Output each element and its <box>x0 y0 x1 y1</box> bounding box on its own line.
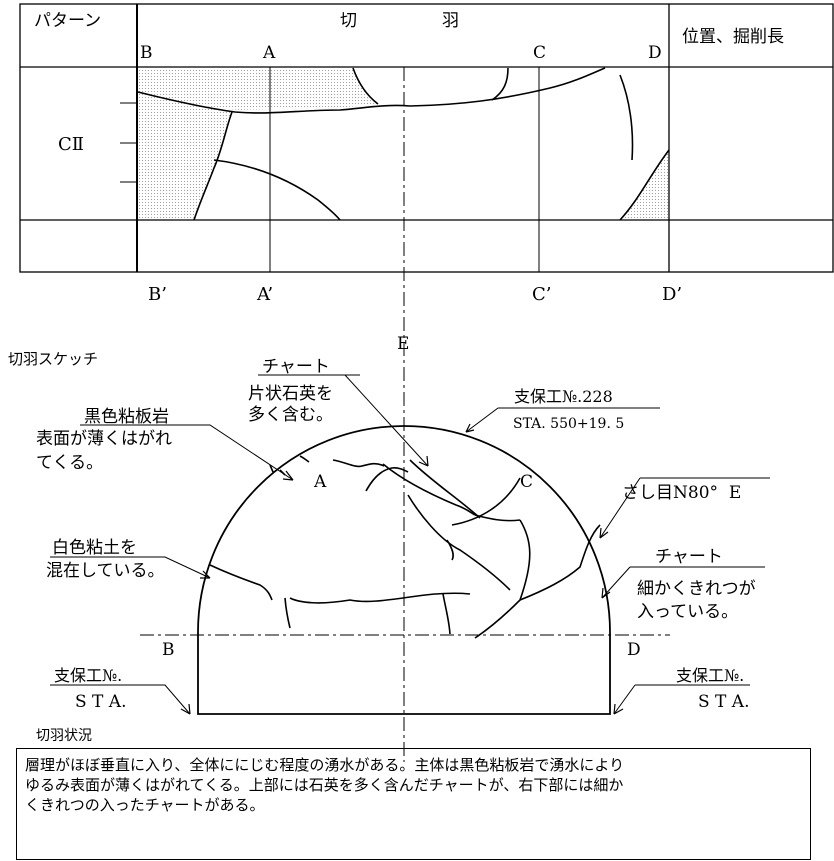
col-label-bottom-D: D’ <box>662 284 682 305</box>
note-black-slate-line1: 表面が薄くはがれ <box>36 429 172 449</box>
note-support-right-title: 支保工№. <box>676 666 744 685</box>
shaded-zone-lower-left <box>138 92 232 220</box>
note-chert-top-line1: 片状石英を <box>248 384 333 404</box>
note-support-left-title: 支保工№. <box>54 666 122 685</box>
note-chert-right-title: チャート <box>655 547 723 567</box>
status-line-2: ゆるみ表面が薄くはがれてくる。上部には石英を多く含んだチャートが、右下部には細か <box>25 776 624 794</box>
arrow-heads <box>180 423 624 715</box>
header-position-length: 位置、掘削長 <box>682 27 784 47</box>
note-white-clay-line1: 混在している。 <box>46 561 165 581</box>
col-label-top-A: A <box>262 43 276 63</box>
col-label-bottom-A: A’ <box>256 284 273 305</box>
note-chert-top-title: チャート <box>262 357 330 377</box>
table-frame <box>19 3 834 273</box>
status-text-box: 層理がほぼ垂直に入り、全体ににじむ程度の湧水がある。主体は黒色粘板岩で湧水により… <box>16 748 811 860</box>
point-label-C: C <box>520 472 533 492</box>
note-chert-right-line1: 細かくきれつが <box>637 579 756 599</box>
point-label-A: A <box>313 472 327 492</box>
note-dip: さし目N80° E <box>622 483 741 503</box>
note-support-top-title: 支保工№.228 <box>514 387 613 406</box>
point-label-B: B <box>162 640 175 660</box>
note-chert-right-line2: 入っている。 <box>637 602 738 622</box>
header-face-char-2: 羽 <box>442 11 459 31</box>
col-label-top-D: D <box>648 43 662 63</box>
col-label-bottom-C: C’ <box>532 284 552 305</box>
pattern-value: CⅡ <box>58 134 84 155</box>
note-support-left-sta: S T A. <box>75 692 126 712</box>
sketch-fracture-lines <box>209 455 601 639</box>
note-black-slate-line2: てくる。 <box>36 453 103 473</box>
note-support-top-sta: STA. 550+19. 5 <box>513 416 624 432</box>
col-label-top-B: B <box>140 43 153 63</box>
sketch-title: 切羽スケッチ <box>8 350 98 368</box>
status-title: 切羽状況 <box>36 728 92 744</box>
tunnel-outline <box>197 425 611 715</box>
note-support-right-sta: S T A. <box>698 692 749 712</box>
table-fracture-lines <box>137 67 670 221</box>
note-chert-top-line2: 多く含む。 <box>248 405 333 425</box>
col-label-bottom-B: B’ <box>148 284 167 305</box>
header-face-char-1: 切 <box>340 11 357 31</box>
note-white-clay-title: 白色粘土を <box>52 538 137 558</box>
face-sketch: 切羽スケッチ E A B C D <box>8 334 770 715</box>
axis-label-E: E <box>397 334 409 354</box>
note-black-slate-title: 黒色粘板岩 <box>84 407 169 427</box>
col-label-top-C: C <box>533 43 546 63</box>
status-line-1: 層理がほぼ垂直に入り、全体ににじむ程度の湧水がある。主体は黒色粘板岩で湧水により <box>25 756 625 774</box>
header-pattern: パターン <box>34 11 101 31</box>
annotation-leaders <box>50 374 770 715</box>
shaded-zone-left <box>138 68 378 110</box>
point-label-D: D <box>627 640 641 660</box>
pattern-table: パターン 切 羽 位置、掘削長 CⅡ B A C D B’ A’ C’ D’ <box>19 3 834 762</box>
status-line-3: くきれつの入ったチャートがある。 <box>25 796 265 814</box>
